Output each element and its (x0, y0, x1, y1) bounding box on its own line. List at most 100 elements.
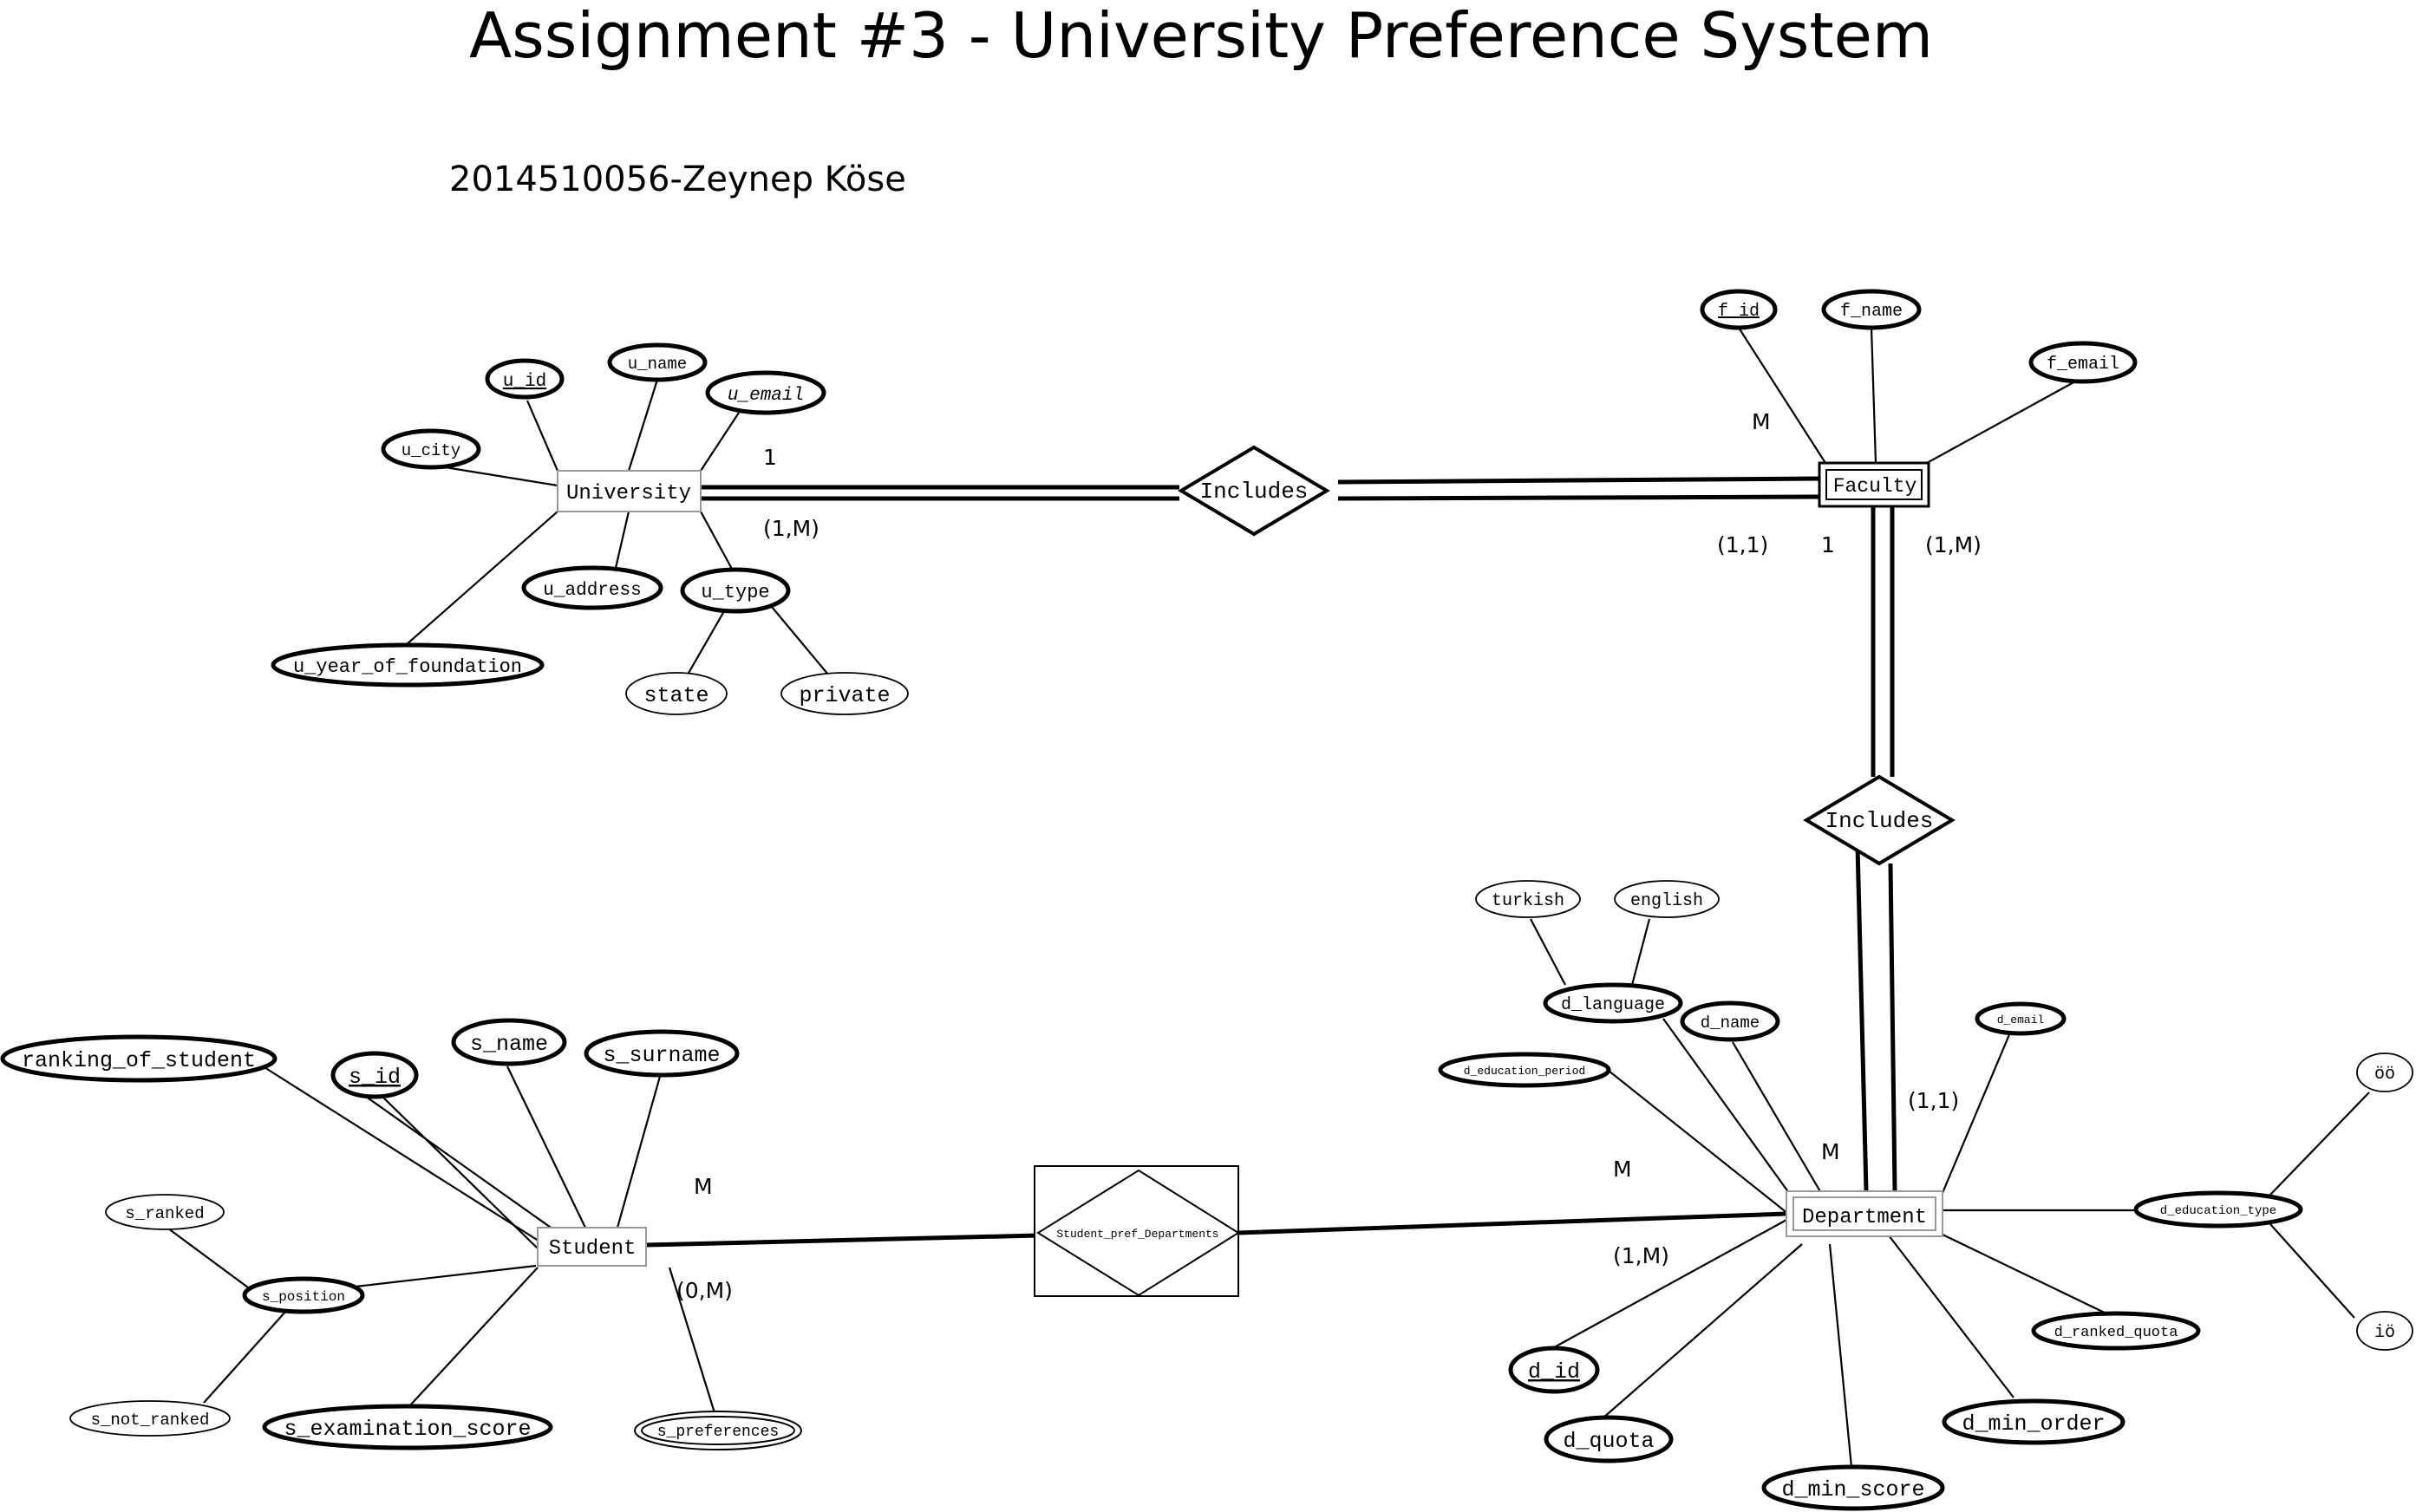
svg-text:d_education_period: d_education_period (1464, 1065, 1585, 1078)
attribute-u-id: u_id (485, 358, 565, 400)
attribute-d-name: d_name (1680, 1000, 1780, 1042)
relationship-uni-faculty: Includes (1178, 445, 1330, 537)
page-title: Assignment #3 - University Preference Sy… (469, 0, 1933, 72)
svg-text:ranking_of_student: ranking_of_student (22, 1048, 256, 1073)
entity-university: University (557, 470, 702, 512)
attribute-f-email: f_email (2028, 341, 2138, 384)
attribute-d-id: d_id (1508, 1346, 1600, 1394)
svg-text:u_year_of_foundation: u_year_of_foundation (293, 656, 522, 678)
svg-text:u_email: u_email (728, 386, 804, 406)
svg-text:d_language: d_language (1561, 995, 1665, 1015)
svg-text:u_type: u_type (701, 582, 769, 603)
attribute-u-address: u_address (521, 565, 663, 610)
entity-label: Student (549, 1237, 637, 1261)
cardinality-labels: 1 (1,M) M (1,1) 1 (1,M) (1,1) M M (1,M) … (676, 409, 1982, 1303)
cardinality-fac-1m: (1,M) (1925, 532, 1982, 557)
svg-text:iö: iö (2374, 1323, 2395, 1343)
svg-text:öö: öö (2374, 1065, 2395, 1085)
svg-text:s_position: s_position (262, 1289, 345, 1305)
svg-text:state: state (643, 683, 708, 708)
svg-text:f_name: f_name (1840, 302, 1903, 322)
cardinality-fac-11: (1,1) (1717, 532, 1768, 557)
svg-text:s_id: s_id (349, 1065, 401, 1090)
attribute-u-year-of-foundation: u_year_of_foundation (271, 642, 545, 688)
cardinality-dept-11: (1,1) (1908, 1088, 1959, 1113)
author-label: 2014510056-Zeynep Köse (449, 160, 906, 199)
svg-text:d_id: d_id (1528, 1359, 1580, 1385)
cardinality-uni-1m: (1,M) (763, 516, 819, 541)
entity-label: Department (1802, 1206, 1927, 1229)
svg-text:u_city: u_city (402, 441, 460, 460)
svg-text:u_address: u_address (543, 581, 641, 601)
attribute-private: private (780, 672, 909, 715)
attribute-turkish: turkish (1475, 880, 1581, 918)
svg-text:d_min_score: d_min_score (1781, 1477, 1924, 1502)
svg-text:s_name: s_name (470, 1032, 548, 1057)
svg-text:u_id: u_id (503, 372, 546, 392)
attribute-s-examination-score: s_examination_score (262, 1404, 553, 1450)
connectors (164, 327, 2370, 1468)
attribute-u-name: u_name (607, 342, 708, 382)
entity-department: Department (1786, 1190, 1943, 1237)
cardinality-dept-1m: (1,M) (1613, 1243, 1669, 1268)
cardinality-fac-1: 1 (1821, 532, 1835, 557)
relationship-label: Includes (1825, 808, 1934, 834)
attribute-u-city: u_city (381, 428, 481, 470)
attribute-d-min-order: d_min_order (1942, 1398, 2125, 1445)
attribute-s-position: s_position (242, 1276, 365, 1314)
svg-text:d_quota: d_quota (1563, 1429, 1654, 1454)
attribute-s-ranked: s_ranked (105, 1194, 225, 1230)
svg-text:private: private (799, 683, 890, 708)
attribute-u-email: u_email (705, 370, 826, 415)
cardinality-fac-m: M (1752, 409, 1771, 434)
attribute-ranking-of-student: ranking_of_student (0, 1034, 278, 1083)
svg-text:turkish: turkish (1492, 891, 1564, 911)
relationship-label: Includes (1200, 479, 1309, 505)
attribute-d-ranked-quota: d_ranked_quota (2031, 1311, 2201, 1351)
svg-text:d_education_type: d_education_type (2160, 1204, 2276, 1218)
attribute-s-not-ranked: s_not_ranked (69, 1400, 231, 1437)
svg-text:s_ranked: s_ranked (125, 1204, 204, 1223)
attribute-s-id: s_id (330, 1051, 419, 1099)
relationship-faculty-dept: Includes (1803, 774, 1956, 866)
svg-text:u_name: u_name (628, 355, 687, 374)
svg-text:s_surname: s_surname (603, 1043, 720, 1068)
attribute-s-preferences: s_preferences (634, 1411, 802, 1450)
entity-label: University (566, 482, 691, 505)
svg-text:d_ranked_quota: d_ranked_quota (2054, 1325, 2178, 1341)
cardinality-stu-0m: (0,M) (676, 1278, 733, 1303)
attribute-f-id: f_id (1700, 289, 1778, 330)
attribute-f-name: f_name (1821, 289, 1922, 330)
attribute-s-surname: s_surname (584, 1029, 740, 1078)
cardinality-uni-1: 1 (763, 445, 777, 470)
svg-text:d_min_order: d_min_order (1962, 1411, 2105, 1437)
svg-text:f_email: f_email (2047, 355, 2119, 375)
entity-label: Faculty (1833, 475, 1917, 498)
cardinality-dept-m-stu: M (1613, 1157, 1632, 1182)
entity-faculty: Faculty (1818, 461, 1930, 508)
svg-text:english: english (1630, 891, 1703, 911)
attribute-state: state (625, 672, 728, 715)
svg-text:d_name: d_name (1701, 1013, 1760, 1033)
entity-student: Student (537, 1227, 647, 1267)
svg-text:s_not_ranked: s_not_ranked (91, 1411, 210, 1430)
attribute-d-education-type: d_education_type (2133, 1190, 2303, 1228)
attribute-d-quota: d_quota (1544, 1415, 1674, 1463)
svg-text:d_email: d_email (1997, 1013, 2045, 1026)
attribute-d-language: d_language (1543, 982, 1683, 1024)
attribute-d-min-score: d_min_score (1761, 1464, 1945, 1511)
attribute-d-education-period: d_education_period (1438, 1052, 1611, 1088)
attribute-s-name: s_name (451, 1018, 567, 1066)
attribute-io: iö (2356, 1311, 2413, 1351)
attribute-u-type: u_type (680, 567, 791, 614)
attribute-english: english (1614, 880, 1720, 918)
svg-text:f_id: f_id (1718, 302, 1760, 322)
attribute-d-email: d_email (1975, 1001, 2067, 1036)
cardinality-stu-m: M (694, 1174, 713, 1199)
svg-text:s_preferences: s_preferences (657, 1424, 779, 1441)
cardinality-dept-m-fac: M (1821, 1139, 1840, 1164)
attribute-oo: öö (2356, 1053, 2413, 1092)
svg-text:s_examination_score: s_examination_score (284, 1417, 531, 1442)
relationship-student-dept: Student_pref_Departments (1034, 1165, 1240, 1297)
